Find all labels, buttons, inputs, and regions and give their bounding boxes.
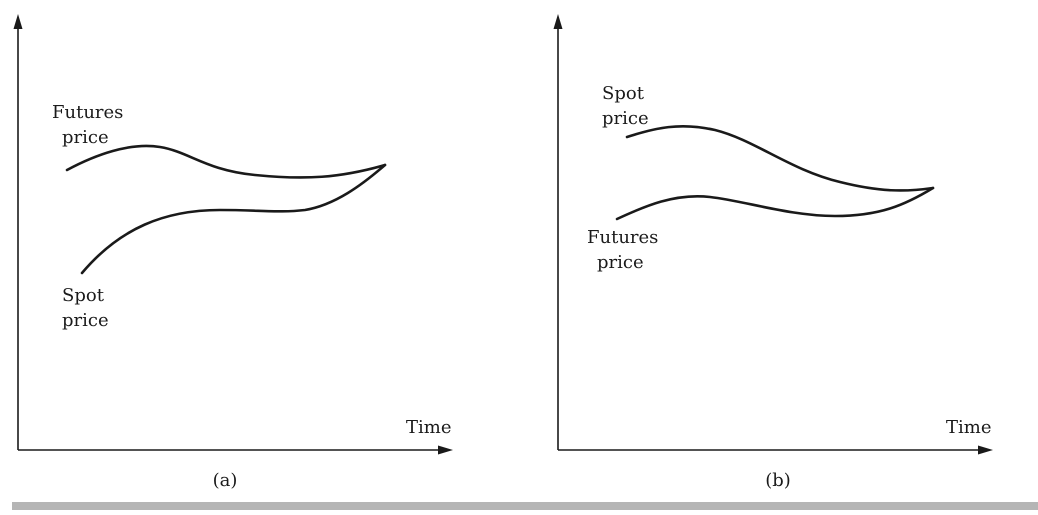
panel-b-y-axis-arrow: [553, 14, 563, 29]
panel-b-caption: (b): [765, 470, 791, 491]
bottom-rule: [12, 502, 1038, 510]
panel-a-y-axis-arrow: [13, 14, 23, 29]
panel-b-x-axis-arrow: [978, 445, 993, 455]
panel-a-x-axis-arrow: [438, 445, 453, 455]
panel-b-futures-price-line: [615, 186, 935, 221]
panel-a-caption: (a): [213, 470, 238, 491]
panel-a-spot-price-line: [80, 163, 387, 275]
panel-a-x-axis-label: Time: [406, 417, 451, 438]
panel-b-x-axis-label: Time: [946, 417, 991, 438]
panel-a-futures-price-line: [65, 144, 387, 179]
panel-b-spot-price-line: [625, 124, 935, 192]
